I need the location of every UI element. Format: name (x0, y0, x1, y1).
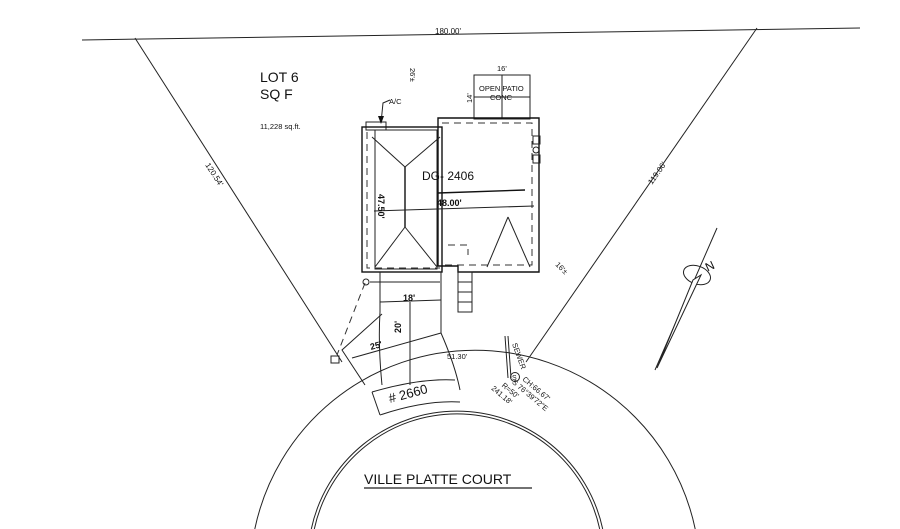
left-property-line (134, 37, 343, 363)
setback-top: 26'± (408, 68, 417, 82)
north-arrow-icon: N (654, 227, 718, 371)
address-number: # 2660 (387, 381, 429, 406)
top-boundary-dim: 180.00' (435, 27, 461, 36)
house-depth-dim: 47.50' (376, 194, 386, 219)
lot-type: SQ F (260, 86, 293, 102)
ac-label: A/C (389, 97, 402, 106)
driveway (330, 272, 461, 416)
house-width-dim: 48.00' (437, 198, 462, 208)
north-label: N (703, 258, 717, 274)
street-inner-curb (313, 413, 601, 529)
garage-width-dim: 18' (403, 293, 415, 303)
house-footprint (361, 117, 541, 273)
open-patio: 16' 14' OPEN PATIO CONC (465, 64, 531, 120)
street-outer-curb (254, 349, 696, 529)
street-name: VILLE PLATTE COURT (364, 471, 512, 487)
drive-length-dim: 20' (393, 321, 403, 333)
frontage-dim: 51.30' (447, 352, 468, 361)
lot-label: LOT 6 (260, 69, 299, 85)
patio-material: CONC (490, 93, 513, 102)
sewer-symbol: S (512, 375, 517, 382)
front-steps (457, 271, 473, 313)
ac-arrow-icon (378, 116, 384, 124)
patio-width: 16' (497, 64, 507, 73)
house-model: DG- 2406 (422, 169, 474, 183)
ac-unit (365, 121, 387, 131)
setback-right: 16'± (554, 260, 570, 276)
sewer-manhole-icon (510, 372, 520, 382)
right-property-line (525, 27, 758, 363)
patio-depth: 14' (465, 93, 474, 103)
drive-flare-dim: 25' (369, 339, 383, 352)
top-property-line (81, 27, 861, 41)
patio-label: OPEN PATIO (479, 84, 524, 93)
lot-area: 11,228 sq.ft. (260, 122, 301, 131)
sewer-line-double (507, 335, 512, 379)
street-inner-curb-double (310, 410, 604, 529)
sewer-line (504, 335, 509, 379)
right-boundary-dim: 119.06' (646, 160, 668, 186)
